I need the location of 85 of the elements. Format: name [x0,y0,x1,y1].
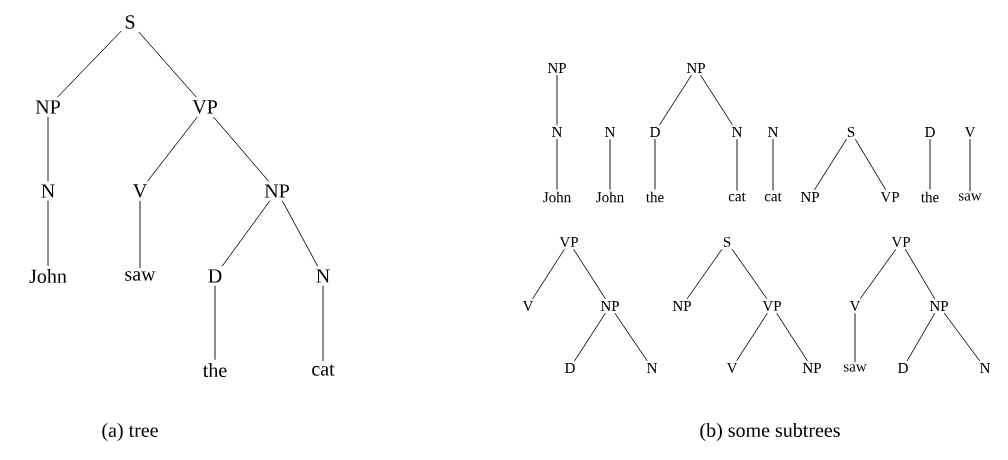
tree-node-label: N [316,269,330,283]
tree-node-label: NP [672,301,691,311]
tree-node-label: V [849,301,861,311]
tree-node-label: John [29,268,67,284]
tree-branch [147,116,198,182]
tree-node-label: N [552,127,563,137]
tree-branch [556,74,558,126]
tree-node-label: VP [192,100,217,114]
tree-node-label: N [647,363,658,373]
tree-branch [281,200,319,267]
tree-branch [854,312,856,363]
tree-node-label: the [202,362,227,378]
tree-branch [736,312,768,362]
tree-node-label: S [847,126,855,138]
tree-node-label: N [605,127,616,137]
tree-branch [573,248,606,300]
tree-node-label: cat [764,192,782,202]
tree-branch [574,312,606,362]
tree-branch [776,312,808,362]
tree-node-label: N [41,184,55,198]
tree-branch [214,285,216,361]
tree-node-label: D [925,127,935,137]
tree-node-label: S [125,15,135,29]
tree-node-label: NP [929,301,948,311]
tree-node-label: cat [312,364,335,376]
tree-branch [532,248,565,300]
tree-node-label: VP [559,237,578,247]
tree-branch [686,248,723,300]
tree-node-label: V [522,301,534,311]
tree-branch [969,138,971,192]
tree-node-label: D [208,269,222,283]
tree-branch [221,200,271,267]
tree-branch [614,312,648,362]
tree-node-label: D [650,127,660,137]
tree-branch [814,138,847,191]
tree-node-label: N [732,127,743,137]
tree-node-label: V [133,184,147,198]
tree-branch [322,285,324,362]
tree-node-label: the [921,191,939,203]
tree-node-label: D [898,363,908,373]
tree-branch [654,138,656,190]
tree-node-label: John [543,191,571,203]
tree-branch [213,116,270,182]
tree-node-label: VP [880,192,899,202]
tree-branch [138,31,197,98]
tree-branch [659,74,692,126]
tree-node-label: V [964,127,976,137]
tree-branch [47,200,49,267]
tree-branch [736,138,738,191]
tree-node-label: N [768,127,779,137]
tree-branch [47,116,49,182]
tree-node-label: NP [547,63,566,73]
tree-node-label: NP [802,363,821,373]
tree-branch [56,30,122,98]
tree-node-label: D [565,363,575,373]
tree-node-label: NP [264,184,289,198]
tree-node-label: S [723,236,731,248]
tree-node-label: V [726,363,738,373]
tree-node-label: NP [600,301,619,311]
tree-branch [700,74,733,126]
tree-branch [609,138,611,190]
tree-node-label: NP [686,63,705,73]
tree-node-label: saw [958,193,982,201]
tree-node-label: NP [35,100,60,114]
tree-branch [859,248,897,300]
tree-node-label: VP [762,301,781,311]
tree-branch [556,138,558,190]
tree-node-label: VP [891,237,910,247]
tree-branch [929,138,931,190]
tree-branch [906,312,936,362]
tree-node-label: NP [800,192,819,202]
tree-branch [139,200,141,269]
tree-node-label: John [596,191,624,203]
tree-node-label: saw [843,364,867,372]
tree-node-label: the [646,191,664,203]
tree-branch [904,248,936,300]
tree-node-label: cat [728,192,746,202]
tree-branch [731,248,768,300]
tree-branch [943,312,981,362]
tree-branch [772,138,774,191]
tree-node-label: N [980,363,991,373]
subfigure-caption: (a) tree [102,422,158,442]
tree-branch [854,138,887,191]
tree-node-label: saw [125,271,156,281]
subfigure-caption: (b) some subtrees [700,422,840,442]
